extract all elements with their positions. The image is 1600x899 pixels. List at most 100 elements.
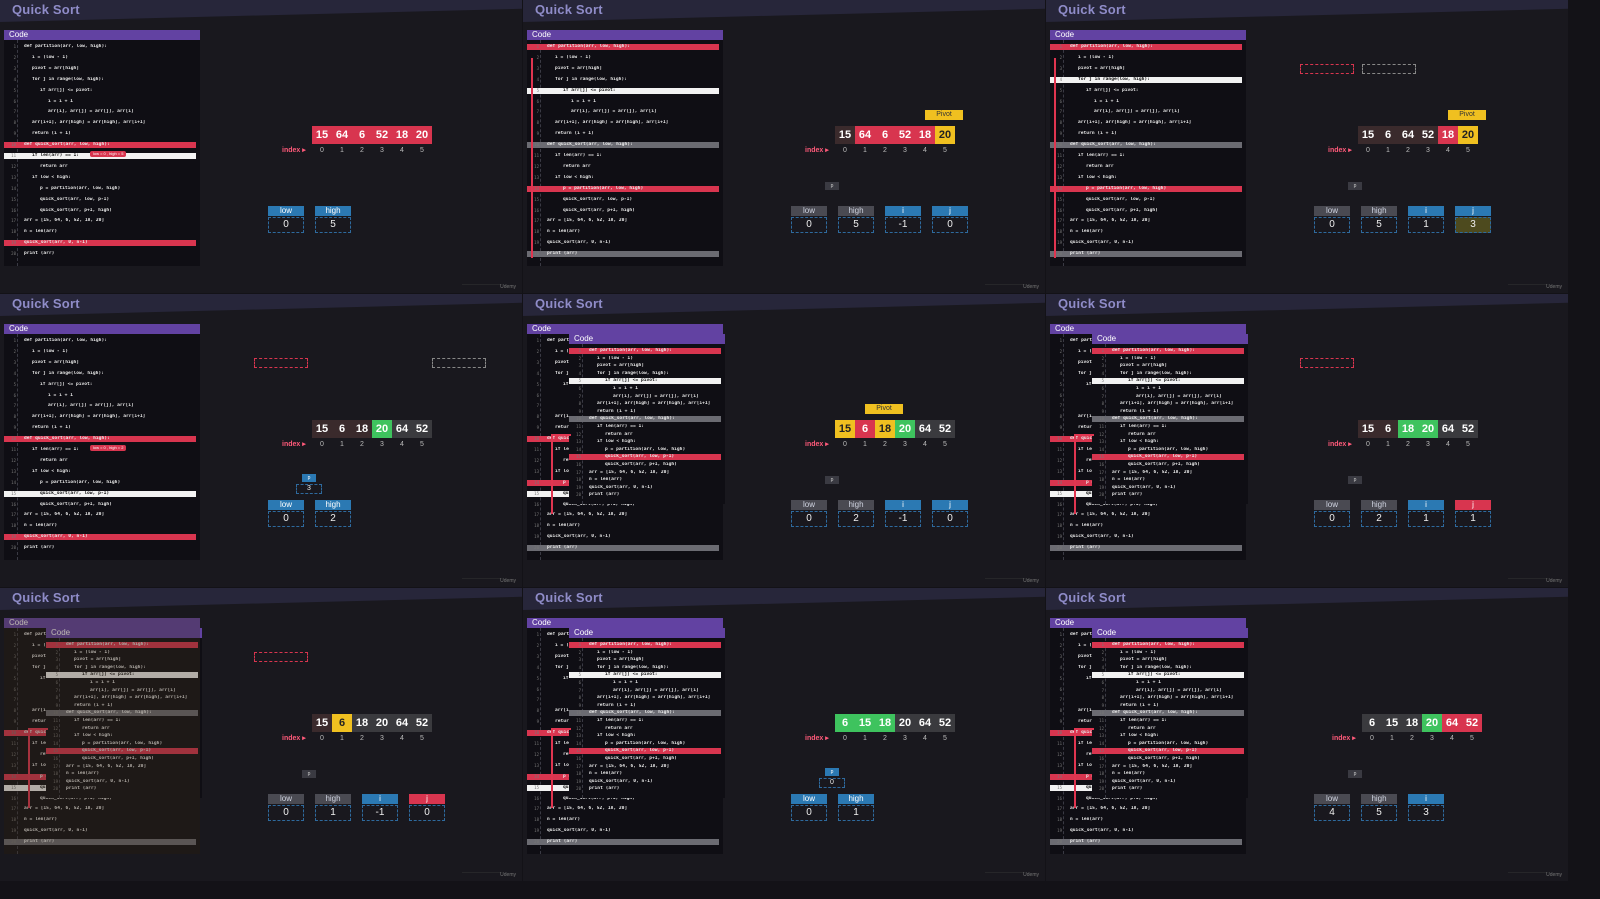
line-number: 4 bbox=[1059, 76, 1062, 82]
code-text: quick_sort(arr, 0, n-1) bbox=[66, 778, 130, 784]
udemy-watermark: Udemy bbox=[1023, 284, 1039, 290]
line-number: 19 bbox=[1099, 484, 1104, 490]
index-number: 2 bbox=[1406, 147, 1410, 154]
line-number: 15 bbox=[576, 748, 581, 754]
line-number: 18 bbox=[576, 771, 581, 777]
index-label: index ▸ bbox=[282, 147, 306, 154]
array-cell: 6 bbox=[1378, 420, 1398, 438]
code-text: for j in range(low, high): bbox=[597, 664, 669, 670]
code-text: for j in range(low, high): bbox=[597, 370, 669, 376]
line-number: 9 bbox=[13, 719, 16, 725]
line-number: 19 bbox=[1057, 534, 1062, 540]
line-number: 9 bbox=[55, 702, 58, 708]
code-text: arr[i+1], arr[high] = arr[high], arr[i+1… bbox=[1078, 120, 1192, 126]
index-number: 4 bbox=[923, 441, 927, 448]
code-text: n = len(arr) bbox=[547, 523, 581, 529]
code-text: arr[i+1], arr[high] = arr[high], arr[i+1… bbox=[597, 401, 711, 407]
array-cell: 52 bbox=[1462, 714, 1482, 732]
line-number: 17 bbox=[1057, 806, 1062, 812]
code-text: if arr[j] <= pivot: bbox=[1086, 87, 1139, 93]
line-number: 16 bbox=[534, 207, 539, 213]
index-label: index ▸ bbox=[805, 147, 829, 154]
p-variable-value: 3 bbox=[296, 484, 322, 494]
line-number: 9 bbox=[1059, 425, 1062, 431]
line-number-gutter bbox=[1092, 344, 1106, 504]
index-number: 5 bbox=[943, 147, 947, 154]
code-text: print (arr) bbox=[24, 839, 55, 845]
array-cell: 52 bbox=[935, 714, 955, 732]
array-cell: 6 bbox=[352, 126, 372, 144]
index-number: 0 bbox=[1370, 735, 1374, 742]
array-cell: 6 bbox=[835, 714, 855, 732]
line-number: 14 bbox=[576, 446, 581, 452]
line-number: 16 bbox=[534, 795, 539, 801]
line-number: 14 bbox=[534, 185, 539, 191]
code-text: for j in range(low, high): bbox=[1078, 76, 1150, 82]
line-number: 19 bbox=[11, 534, 16, 540]
code-text: arr[i+1], arr[high] = arr[high], arr[i+1… bbox=[74, 695, 188, 701]
line-number: 12 bbox=[1057, 751, 1062, 757]
line-number: 7 bbox=[536, 697, 539, 703]
code-text: quick_sort(arr, 0, n-1) bbox=[589, 778, 653, 784]
code-text: quick_sort(arr, p+1, high) bbox=[563, 795, 635, 801]
code-text: n = len(arr) bbox=[1070, 229, 1104, 235]
line-number: 16 bbox=[11, 207, 16, 213]
code-text: i = i + 1 bbox=[1136, 386, 1161, 391]
index-number: 0 bbox=[320, 735, 324, 742]
code-text: quick_sort(arr, 0, n-1) bbox=[24, 828, 88, 834]
code-window-header: Code bbox=[1092, 628, 1248, 638]
index-label: index ▸ bbox=[1328, 147, 1352, 154]
code-text: quick_sort(arr, p+1, high) bbox=[1086, 207, 1158, 213]
line-number: 14 bbox=[11, 773, 16, 779]
call-stack-line bbox=[551, 434, 571, 436]
line-number: 1 bbox=[1059, 632, 1062, 637]
line-number: 11 bbox=[1099, 718, 1104, 723]
index-label: index ▸ bbox=[805, 441, 829, 448]
udemy-watermark: Udemy bbox=[1546, 578, 1562, 584]
p-variable-box: p bbox=[1348, 476, 1362, 484]
code-text: p = partition(arr, low, high) bbox=[1086, 185, 1167, 191]
line-number: 11 bbox=[576, 424, 581, 429]
code-window-header: Code bbox=[4, 30, 200, 40]
code-text: def partition(arr, low, high): bbox=[589, 642, 672, 647]
var-label: j bbox=[932, 206, 968, 216]
line-number: 5 bbox=[1101, 378, 1104, 384]
var-value: 0 bbox=[791, 217, 827, 233]
line-number: 16 bbox=[576, 462, 581, 467]
line-number: 14 bbox=[1099, 740, 1104, 746]
code-text: quick_sort(arr, p+1, high) bbox=[40, 207, 112, 213]
line-number: 12 bbox=[534, 457, 539, 463]
var-value: 0 bbox=[409, 805, 445, 821]
line-number: 4 bbox=[1059, 664, 1062, 670]
line-number: 6 bbox=[536, 392, 539, 398]
code-text: return arr bbox=[82, 725, 110, 731]
array-cell: 52 bbox=[412, 714, 432, 732]
code-text: quick_sort(arr, 0, n-1) bbox=[547, 828, 611, 834]
array-cell: 20 bbox=[1418, 420, 1438, 438]
index-number: 5 bbox=[1470, 735, 1474, 742]
array-cell: 6 bbox=[332, 420, 352, 438]
code-text: return arr bbox=[1128, 725, 1156, 731]
line-number: 7 bbox=[1059, 403, 1062, 409]
line-number: 17 bbox=[534, 512, 539, 518]
code-window-header: Code bbox=[4, 618, 200, 628]
index-number: 4 bbox=[923, 147, 927, 154]
